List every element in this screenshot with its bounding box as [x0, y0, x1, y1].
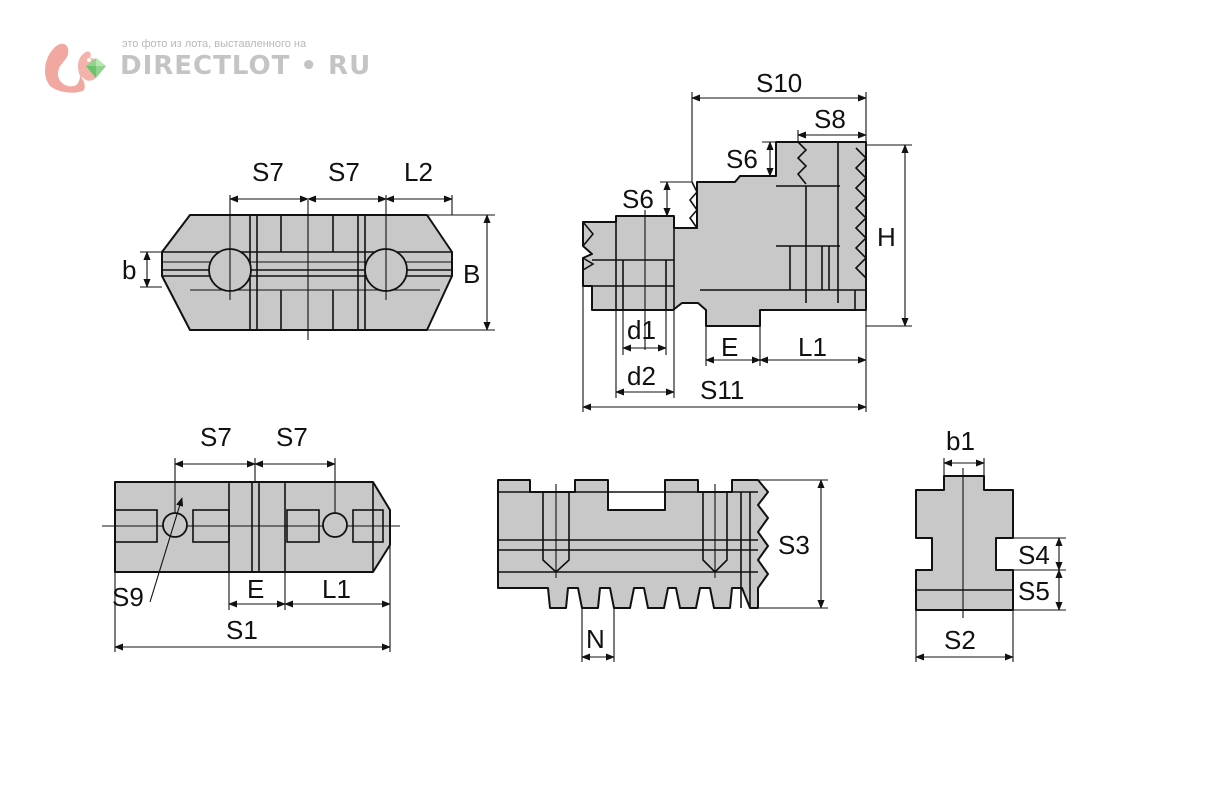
label-s7-right: S7 [276, 422, 308, 452]
side-view: S10 S8 S6 S6 H d1 d2 E L1 S11 [582, 68, 912, 412]
label-n: N [586, 624, 605, 654]
label-s6-right: S6 [726, 144, 758, 174]
watermark-caption: это фото из лота, выставленного на [122, 38, 307, 50]
label-s5: S5 [1018, 576, 1050, 606]
label-s3: S3 [778, 530, 810, 560]
watermark: это фото из лота, выставленного на DIREC… [40, 34, 370, 94]
top-view: S7 S7 L2 b B [122, 157, 495, 340]
label-s10: S10 [756, 68, 802, 98]
label-s4: S4 [1018, 540, 1050, 570]
label-l1: L1 [322, 574, 351, 604]
top-view-body [161, 214, 453, 331]
label-l1: L1 [798, 332, 827, 362]
label-s11: S11 [700, 375, 744, 405]
label-e: E [247, 574, 264, 604]
side-view-body [582, 141, 867, 327]
watermark-brand: DIRECTLOT • RU [120, 51, 372, 81]
front-view-body [497, 479, 769, 609]
bottom-view: S7 S7 S9 E L1 S1 [102, 422, 400, 652]
label-e: E [721, 332, 738, 362]
label-s7-left: S7 [252, 157, 284, 187]
label-b-width: B [463, 259, 480, 289]
label-s9: S9 [112, 582, 144, 612]
label-h: H [877, 222, 896, 252]
label-b1: b1 [946, 426, 975, 456]
bolt-hole [162, 512, 188, 538]
label-s7-right: S7 [328, 157, 360, 187]
label-d1: d1 [627, 315, 656, 345]
squirrel-gem-logo-icon [45, 43, 106, 93]
front-view: S3 N [497, 479, 828, 662]
label-s2: S2 [944, 625, 976, 655]
label-s8: S8 [814, 104, 846, 134]
end-view: b1 S4 S5 S2 [915, 426, 1066, 662]
label-b-small: b [122, 255, 136, 285]
bolt-hole [322, 512, 348, 538]
label-s6-left: S6 [622, 184, 654, 214]
label-l2: L2 [404, 157, 433, 187]
label-d2: d2 [627, 361, 656, 391]
label-s7-left: S7 [200, 422, 232, 452]
label-s1: S1 [226, 615, 258, 645]
